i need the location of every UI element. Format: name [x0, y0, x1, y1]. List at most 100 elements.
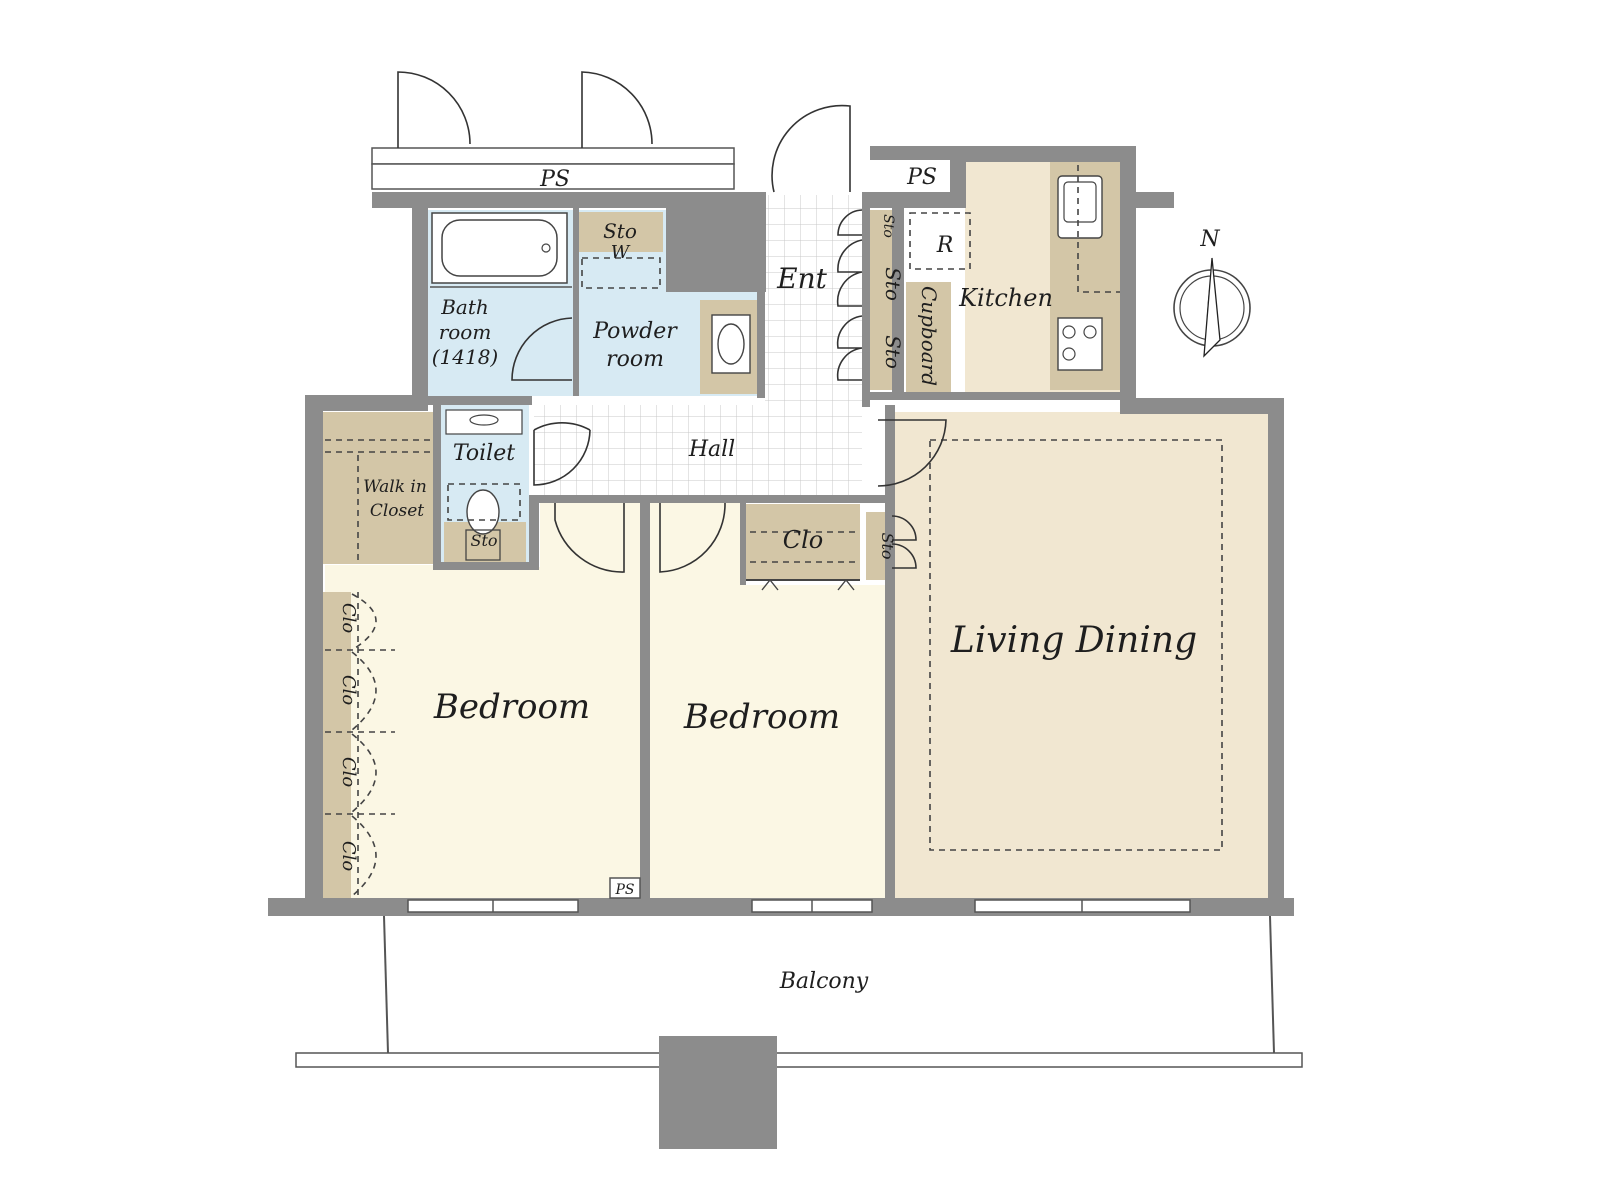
wall-entry-right: [862, 192, 870, 407]
wall-closet-left: [740, 495, 746, 585]
entrance-floor: [765, 195, 862, 407]
ps-bedroom-label: PS: [614, 882, 634, 898]
bathroom-label-1: Bath: [440, 295, 489, 319]
hall-floor: [534, 405, 862, 495]
bathtub-icon: [431, 212, 568, 284]
toilet-sink-icon: [445, 409, 523, 435]
wall-toilet-left: [433, 405, 441, 570]
closet-door-arcs: [351, 593, 377, 897]
sink-icon: [711, 314, 751, 374]
shaft-block: [666, 208, 766, 292]
powder-label-2: room: [606, 347, 664, 372]
bathroom-label-2: room: [439, 320, 492, 344]
ps-top-label: PS: [539, 167, 570, 192]
bedroom-1-upper: [540, 497, 640, 567]
closet-2-label: Clo: [338, 675, 359, 706]
stove-icon: [1057, 317, 1103, 371]
closet-1-label: Clo: [338, 603, 359, 634]
bedroom-2-floor: [650, 497, 885, 898]
bedroom-1-label: Bedroom: [433, 687, 590, 727]
doors: [397, 71, 947, 573]
powder-label-1: Powder: [592, 319, 678, 344]
ps-top-strip: [371, 147, 735, 165]
wall-kitchen-top3: [966, 146, 1134, 162]
wall-bath-bottom: [412, 396, 532, 405]
entry-storage: [866, 210, 892, 390]
cupboard-label: Cupboard: [917, 286, 941, 386]
north-label: N: [1199, 227, 1220, 252]
living-dining-label: Living Dining: [950, 620, 1197, 661]
ps-top-frame: [371, 163, 735, 190]
wall-bedroom2-top: [650, 495, 740, 503]
bedroom-1-floor: [325, 565, 640, 898]
entry-sto-1-label: Sto: [880, 214, 896, 238]
fridge-outline: [909, 212, 971, 270]
storage-w-bottom: W: [611, 242, 631, 263]
walk-in-label-2: Closet: [370, 501, 424, 521]
closet-3-label: Clo: [338, 757, 359, 788]
storage-w: [579, 212, 663, 252]
wall-kitchen-ps: [950, 146, 966, 208]
wall-bath-powder: [573, 208, 579, 396]
windows: [407, 877, 1191, 913]
ps-kitchen-label: PS: [906, 165, 937, 190]
closet-dividers: [325, 592, 395, 898]
door-swing-icon: [397, 71, 851, 193]
fridge-label: R: [936, 233, 954, 258]
toilet-storage-label: Sto: [470, 531, 497, 550]
north-compass-icon: N: [1173, 227, 1251, 358]
closet-column: [323, 592, 351, 898]
entry-sto-2-label: Sto: [881, 267, 905, 301]
walk-in-closet: [323, 412, 433, 564]
wall-left-bath: [412, 208, 428, 396]
wall-toilet-bottom: [433, 562, 537, 570]
toilet-icon: [465, 489, 501, 561]
kitchen-sink-icon: [1057, 175, 1103, 239]
bedroom-2-label: Bedroom: [683, 697, 840, 737]
wall-left-outer: [305, 395, 323, 900]
window-ps: [609, 877, 641, 899]
kitchen-label: Kitchen: [958, 284, 1053, 312]
wall-right-top: [1120, 398, 1270, 414]
wall-hall-bottom-strip: [529, 495, 740, 503]
wall-kitchen-bottom: [862, 392, 1120, 400]
walk-in-label-1: Walk in: [363, 477, 427, 497]
balcony: [295, 915, 1303, 1149]
room-labels: PS PS PS Ent Bath room (1418) Powder roo…: [338, 165, 1197, 994]
wall-closet-top: [740, 495, 890, 503]
storage-w-top: Sto: [603, 219, 637, 243]
balcony-label: Balcony: [779, 969, 869, 994]
washer-outline: [581, 257, 661, 289]
wall-top-kitchen: [862, 192, 966, 208]
balcony-rail: [295, 1052, 1303, 1068]
toilet-dash: [447, 483, 521, 521]
center-closet: [746, 504, 860, 580]
wall-top-left: [305, 395, 428, 411]
wall-powder-right: [757, 208, 765, 398]
living-ceiling-outline: [929, 439, 1223, 851]
hall-sto-label: Sto: [878, 532, 897, 559]
living-dining-floor: [895, 412, 1268, 898]
bathroom-label-3: (1418): [432, 345, 499, 369]
closet-4-label: Clo: [338, 841, 359, 872]
wall-bedroom-divider: [640, 497, 650, 898]
cupboard: [906, 282, 951, 392]
wall-kitchen-top2: [870, 146, 966, 160]
wall-living-divider: [885, 405, 895, 898]
balcony-column: [659, 1036, 777, 1149]
hall-storage: [866, 512, 888, 580]
hall-label: Hall: [688, 437, 735, 462]
wall-kitchen-stub: [1136, 192, 1174, 208]
kitchen-upper-dash: [1077, 165, 1120, 293]
wall-kitchen-left: [892, 208, 904, 392]
fixtures: [325, 165, 1223, 898]
closet-center-label: Clo: [783, 526, 824, 554]
toilet-label: Toilet: [453, 441, 515, 466]
entry-sto-3-label: Sto: [881, 335, 905, 369]
wall-top-bath: [372, 192, 766, 208]
wall-right-outer: [1268, 398, 1284, 900]
wall-hall-bottom: [529, 495, 539, 570]
wall-kitchen-right: [1120, 146, 1136, 412]
entrance-label: Ent: [776, 262, 827, 295]
